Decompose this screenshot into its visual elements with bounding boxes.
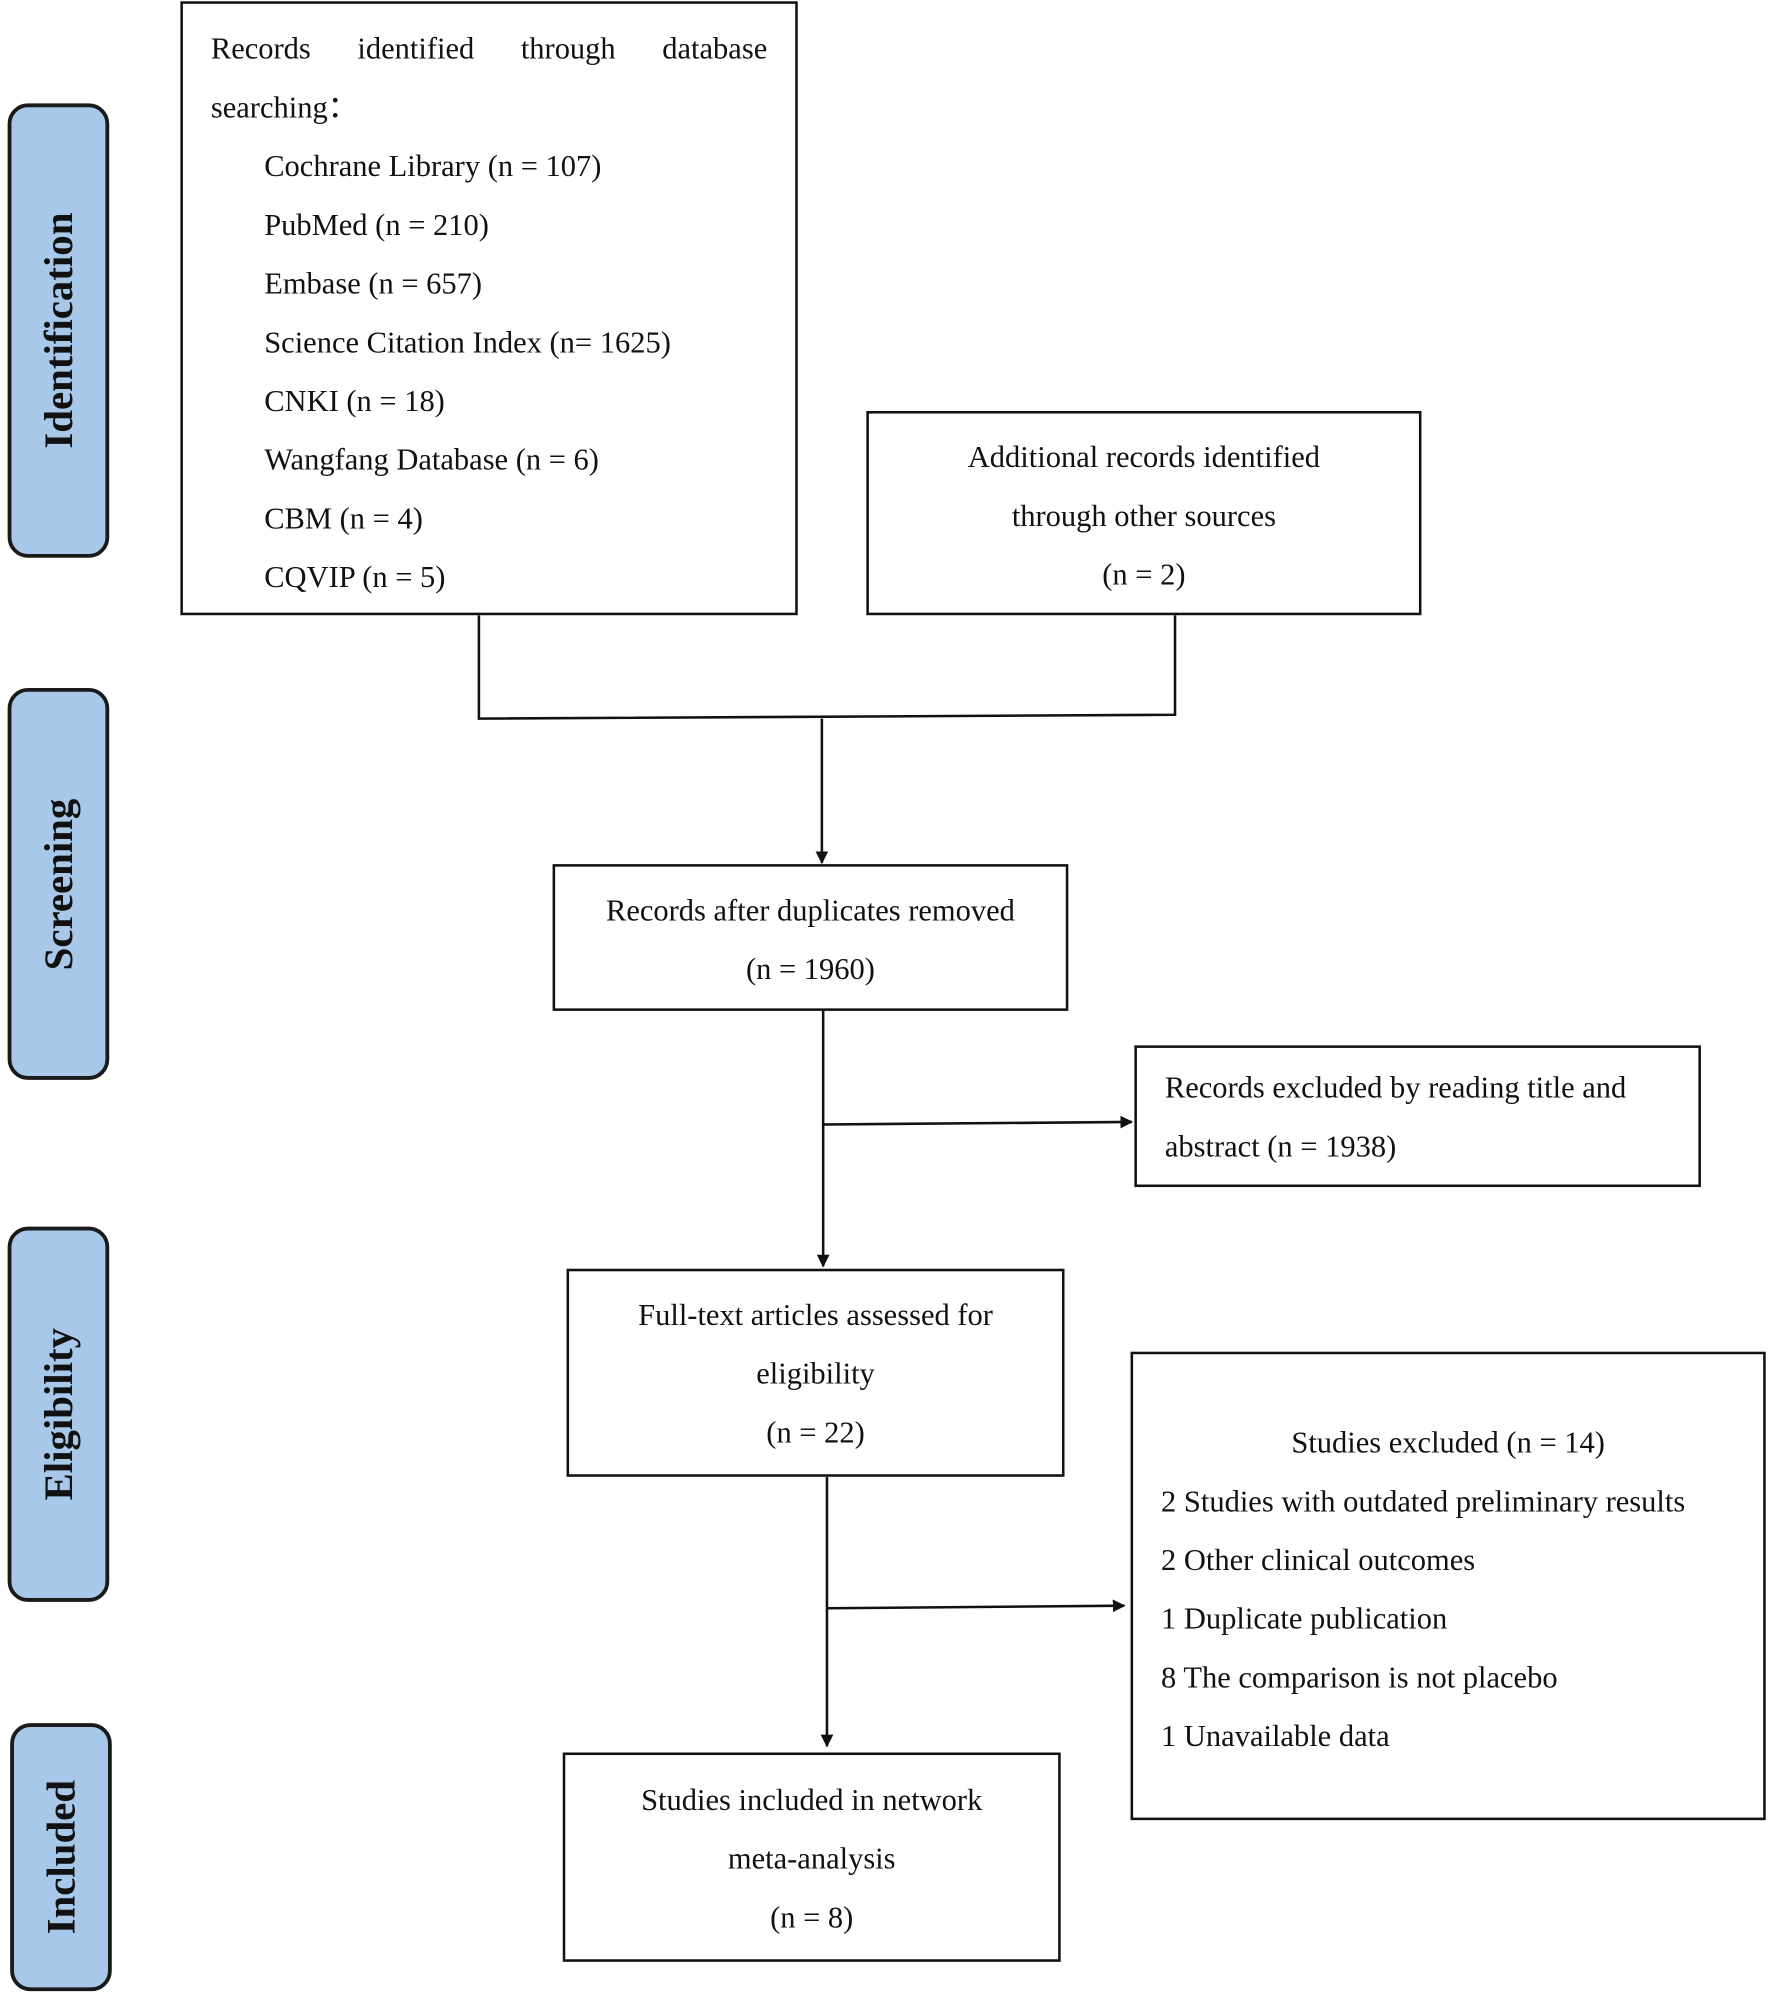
phase-eligibility: Eligibility	[7, 1226, 110, 1602]
arrow-to-excluded-title-abstract	[823, 1115, 1134, 1129]
exclusion-reason: 2 Studies with outdated preliminary resu…	[1161, 1485, 1686, 1519]
excluded-title-abstract-line: abstract (n = 1938)	[1164, 1130, 1397, 1165]
heading-word: Records	[210, 33, 311, 67]
full-text-line: Full-text articles assessed for	[638, 1299, 993, 1333]
database-search-box: Records identified through database sear…	[180, 1, 798, 616]
phase-identification: Identification	[7, 103, 110, 558]
duplicates-removed-box: Records after duplicates removed (n = 19…	[552, 864, 1069, 1011]
heading-word: identified	[357, 33, 475, 67]
included-studies-line: (n = 8)	[770, 1901, 854, 1936]
exclusion-reason: 2 Other clinical outcomes	[1161, 1544, 1476, 1578]
other-sources-line: through other sources	[1011, 500, 1276, 534]
database-search-heading-line2: searching：	[210, 91, 359, 126]
duplicates-removed-line: (n = 1960)	[745, 953, 875, 987]
source-item: Cochrane Library (n = 107)	[264, 150, 602, 184]
source-item: CBM (n = 4)	[264, 502, 423, 537]
full-text-box: Full-text articles assessed for eligibil…	[566, 1268, 1065, 1477]
database-search-heading-line1: Records identified through database	[211, 20, 767, 79]
included-studies-line: meta-analysis	[727, 1843, 896, 1877]
source-item: Wangfang Database (n = 6)	[264, 444, 599, 478]
other-sources-box: Additional records identified through ot…	[866, 411, 1422, 616]
exclusion-reason: 8 The comparison is not placebo	[1161, 1661, 1558, 1696]
other-sources-line: (n = 2)	[1102, 559, 1186, 593]
heading-word: database	[662, 33, 768, 67]
exclusion-reason: 1 Unavailable data	[1161, 1720, 1390, 1754]
excluded-title-abstract-line: Records excluded by reading title and	[1164, 1072, 1627, 1106]
studies-excluded-box: Studies excluded (n = 14) 2 Studies with…	[1130, 1351, 1766, 1821]
source-item: CNKI (n = 18)	[264, 385, 445, 419]
source-item: PubMed (n = 210)	[264, 209, 489, 243]
studies-excluded-title: Studies excluded (n = 14)	[1291, 1427, 1605, 1461]
phase-included: Included	[10, 1723, 112, 1992]
phase-screening: Screening	[7, 687, 110, 1080]
other-sources-line: Additional records identified	[967, 441, 1321, 475]
exclusion-reason: 1 Duplicate publication	[1161, 1603, 1448, 1637]
arrow-to-studies-excluded	[826, 1599, 1126, 1613]
included-studies-line: Studies included in network	[641, 1784, 983, 1818]
excluded-title-abstract-box: Records excluded by reading title and ab…	[1134, 1045, 1701, 1188]
merge-bracket-line	[477, 615, 1177, 720]
source-item: CQVIP (n = 5)	[264, 561, 446, 595]
source-item: Science Citation Index (n= 1625)	[264, 326, 671, 360]
heading-word: through	[520, 33, 616, 67]
duplicates-removed-line: Records after duplicates removed	[606, 894, 1015, 928]
source-item: Embase (n = 657)	[264, 268, 483, 302]
full-text-line: eligibility	[756, 1358, 875, 1392]
included-studies-box: Studies included in network meta-analysi…	[562, 1752, 1061, 1962]
full-text-line: (n = 22)	[766, 1416, 865, 1450]
